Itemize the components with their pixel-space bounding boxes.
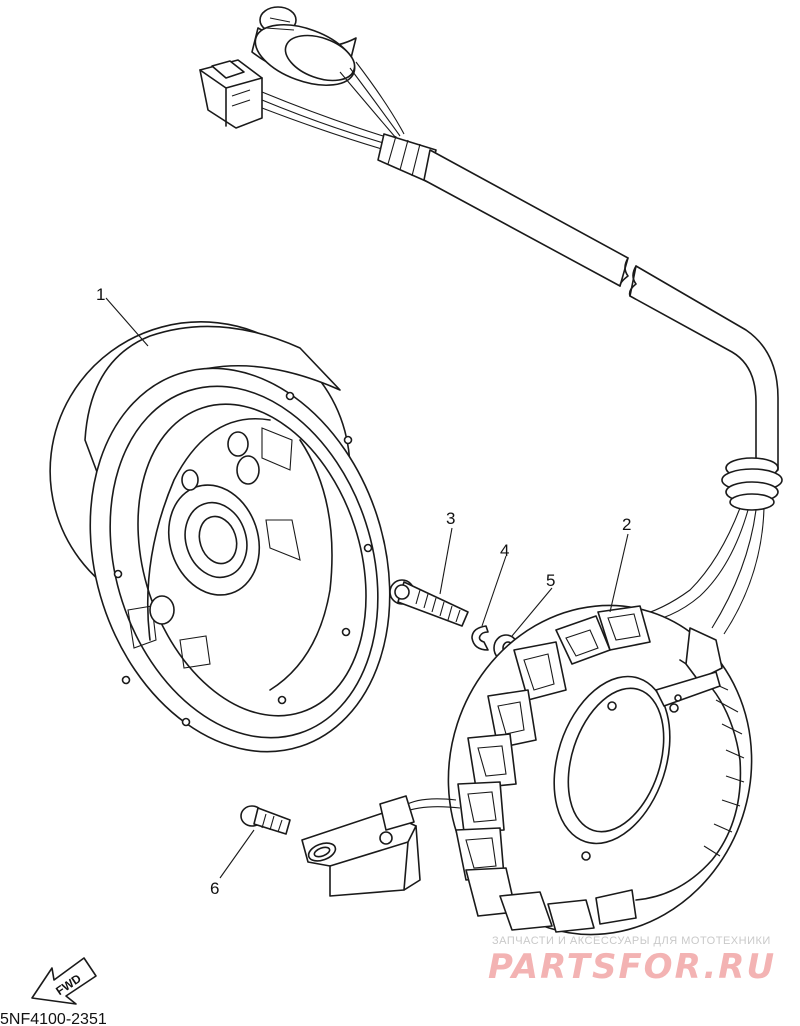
- leader-3: [439, 527, 453, 595]
- pickup-coil: [301, 795, 461, 897]
- callout-6: 6: [210, 879, 219, 898]
- callout-3: 3: [446, 509, 455, 528]
- callout-5: 5: [546, 571, 555, 590]
- watermark-tagline: ЗАПЧАСТИ И АКСЕССУАРЫ ДЛЯ МОТОТЕХНИКИ: [492, 935, 771, 947]
- callout-1: 1: [96, 285, 105, 304]
- callout-4: 4: [500, 541, 509, 560]
- square-coupler: [199, 59, 263, 129]
- forward-arrow-icon: FWD: [31, 957, 97, 1005]
- stator-coil-assembly: [447, 604, 753, 936]
- watermark-brand: PARTSFOR.RU: [488, 947, 776, 987]
- diagram-code: 5NF4100-2351: [0, 1011, 107, 1026]
- wire-harness: [199, 6, 783, 635]
- callout-2: 2: [622, 515, 631, 534]
- stator-bolt: [389, 579, 469, 627]
- leader-2: [609, 533, 629, 613]
- leader-1: [105, 297, 149, 347]
- round-coupler: [251, 6, 357, 87]
- leader-4: [481, 555, 507, 627]
- flywheel-rotor: [49, 321, 391, 753]
- grommet: [721, 457, 783, 511]
- leader-5: [511, 587, 553, 637]
- leader-6: [219, 829, 255, 879]
- retaining-clip: [471, 625, 489, 651]
- pickup-screw: [240, 805, 291, 835]
